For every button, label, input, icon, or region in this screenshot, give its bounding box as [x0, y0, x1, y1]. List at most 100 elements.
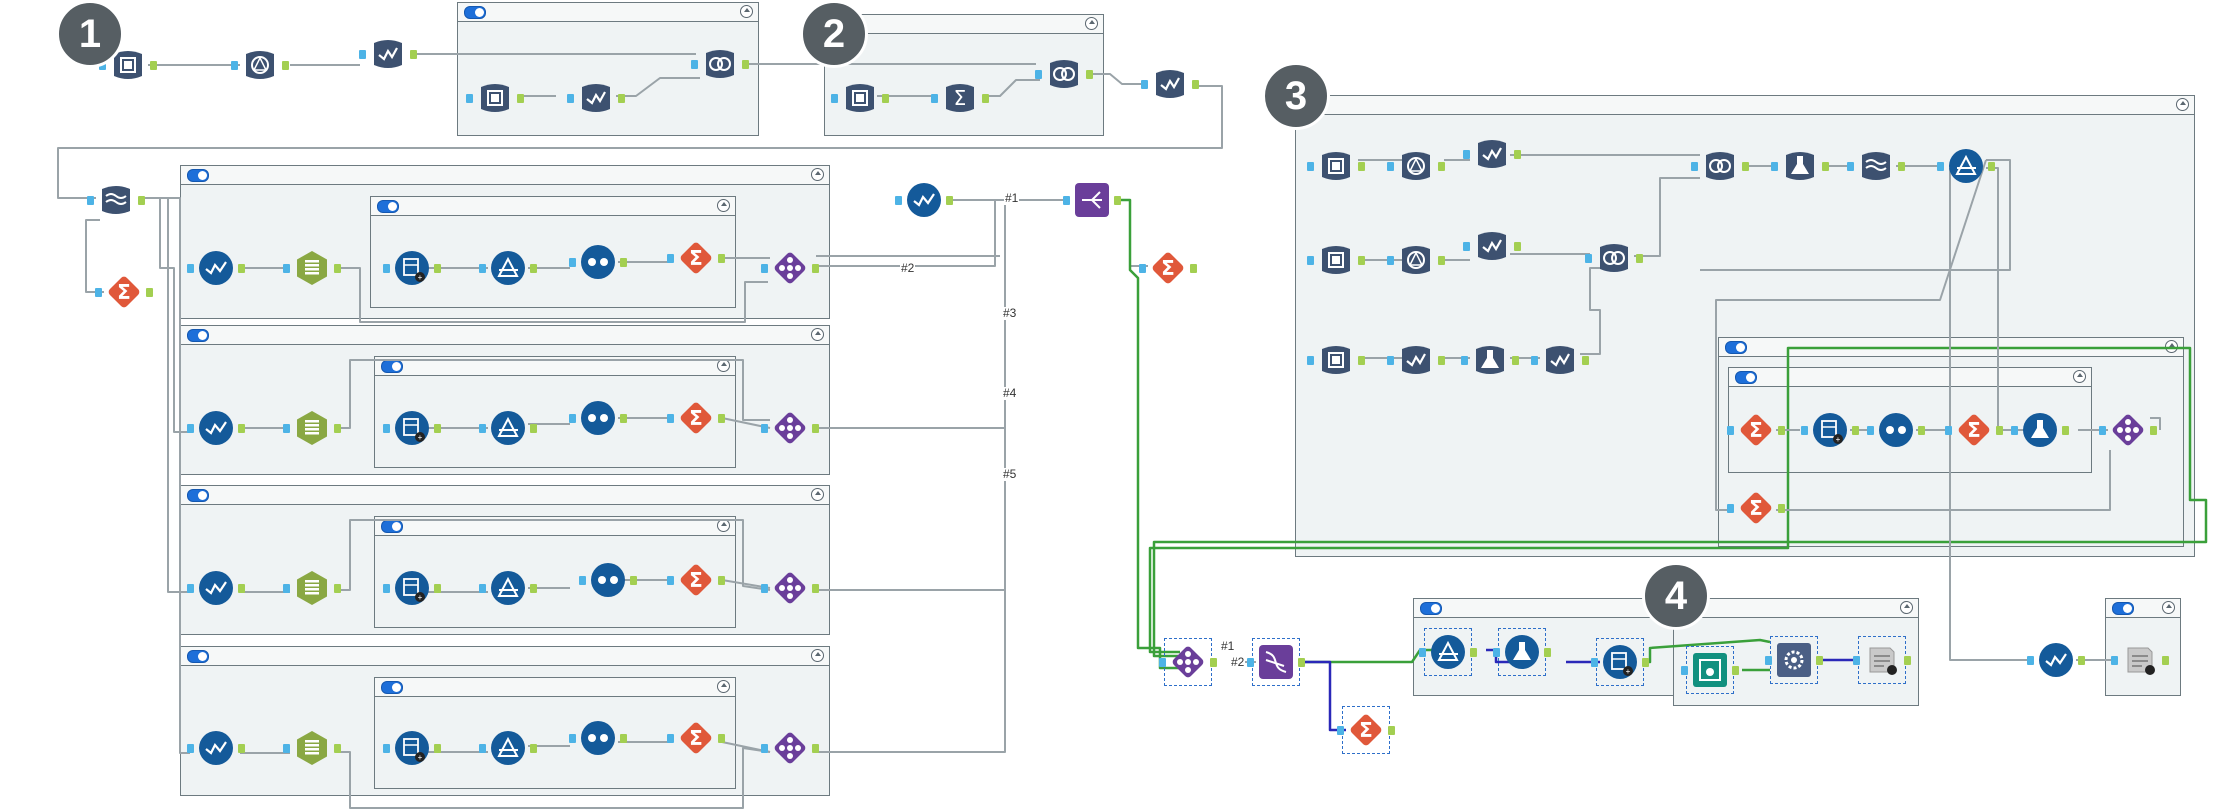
collapse-icon[interactable] — [717, 359, 730, 372]
select-tool[interactable] — [1396, 340, 1436, 380]
collapse-icon[interactable] — [2176, 98, 2189, 111]
summarize-tool[interactable]: Σ — [104, 272, 144, 312]
macro-tool[interactable] — [1770, 636, 1818, 684]
unique-tool[interactable] — [578, 398, 618, 438]
summarize-io-tool[interactable]: Σ — [940, 78, 980, 118]
input-anchor[interactable] — [1139, 264, 1146, 273]
sample-tool[interactable] — [2020, 410, 2060, 450]
container-caption-bar[interactable] — [1296, 96, 2194, 115]
collapse-icon[interactable] — [740, 5, 753, 18]
filter-tool[interactable] — [292, 728, 332, 768]
multi-row-formula-tool[interactable]: + — [392, 408, 432, 448]
multi-row-formula-tool[interactable]: + — [392, 728, 432, 768]
connection-wire[interactable] — [816, 199, 1070, 591]
join-tool[interactable] — [1044, 54, 1084, 94]
input-anchor[interactable] — [1159, 658, 1166, 667]
container-caption-bar[interactable] — [458, 3, 758, 22]
render-tool[interactable] — [1858, 636, 1906, 684]
sample-tool[interactable] — [1498, 628, 1546, 676]
input-anchor[interactable] — [1337, 726, 1344, 735]
select-tool[interactable] — [1540, 340, 1580, 380]
input-anchor[interactable] — [1247, 658, 1254, 667]
output-anchor[interactable] — [150, 61, 157, 70]
multi-row-formula-tool[interactable]: + — [1596, 638, 1644, 686]
sample-tool[interactable] — [1780, 146, 1820, 186]
input-data-tool[interactable] — [1316, 146, 1356, 186]
join-tool[interactable] — [1594, 238, 1634, 278]
collapse-icon[interactable] — [717, 519, 730, 532]
multi-row-formula-tool[interactable]: + — [392, 248, 432, 288]
output-anchor[interactable] — [1190, 264, 1197, 273]
sample-tool[interactable] — [1470, 340, 1510, 380]
join-tool[interactable] — [1700, 146, 1740, 186]
formula-tool[interactable] — [488, 248, 528, 288]
input-anchor[interactable] — [359, 50, 366, 59]
select-tool[interactable] — [904, 180, 944, 220]
output-anchor[interactable] — [1210, 658, 1217, 667]
union-tool[interactable] — [770, 728, 810, 768]
collapse-icon[interactable] — [811, 488, 824, 501]
collapse-icon[interactable] — [1900, 601, 1913, 614]
output-anchor[interactable] — [2078, 656, 2085, 665]
input-data-tool[interactable] — [1316, 340, 1356, 380]
container-caption-bar[interactable] — [1674, 599, 1918, 618]
union-tool[interactable] — [1164, 638, 1212, 686]
formula-tool[interactable] — [1424, 628, 1472, 676]
formula-tool[interactable] — [240, 45, 280, 85]
connection-wire[interactable] — [1114, 199, 1148, 267]
render-tool[interactable] — [2120, 640, 2160, 680]
container-caption-bar[interactable] — [181, 326, 829, 345]
join-tool[interactable] — [700, 44, 740, 84]
select-tool[interactable] — [196, 248, 236, 288]
formula-tool[interactable] — [1396, 240, 1436, 280]
summarize-tool[interactable]: Σ — [1342, 706, 1390, 754]
input-data-tool[interactable] — [1316, 240, 1356, 280]
formula-tool[interactable] — [488, 568, 528, 608]
container-enable-toggle[interactable] — [1735, 371, 1757, 384]
collapse-icon[interactable] — [1085, 17, 1098, 30]
formula-tool[interactable] — [488, 728, 528, 768]
collapse-icon[interactable] — [2165, 340, 2178, 353]
select-tool[interactable] — [1472, 134, 1512, 174]
summarize-tool[interactable]: Σ — [676, 560, 716, 600]
output-anchor[interactable] — [1192, 80, 1199, 89]
interface-date-tool[interactable] — [1686, 646, 1734, 694]
select-tool[interactable] — [576, 78, 616, 118]
wildcard-xpath-tool[interactable] — [1252, 638, 1300, 686]
find-replace-tool[interactable] — [1856, 146, 1896, 186]
summarize-tool[interactable]: Σ — [676, 718, 716, 758]
collapse-icon[interactable] — [717, 199, 730, 212]
summarize-tool[interactable]: Σ — [676, 238, 716, 278]
output-anchor[interactable] — [282, 61, 289, 70]
input-anchor[interactable] — [1141, 80, 1148, 89]
select-tool[interactable] — [196, 408, 236, 448]
container-enable-toggle[interactable] — [381, 681, 403, 694]
container-caption-bar[interactable] — [375, 678, 735, 697]
container-caption-bar[interactable] — [375, 357, 735, 376]
output-anchor[interactable] — [946, 196, 953, 205]
collapse-icon[interactable] — [811, 649, 824, 662]
output-anchor[interactable] — [410, 50, 417, 59]
collapse-icon[interactable] — [811, 168, 824, 181]
select-tool[interactable] — [196, 568, 236, 608]
input-anchor[interactable] — [895, 196, 902, 205]
container-enable-toggle[interactable] — [1420, 602, 1442, 615]
input-data-tool[interactable] — [475, 78, 515, 118]
input-data-tool[interactable] — [840, 78, 880, 118]
input-data-tool[interactable] — [108, 45, 148, 85]
select-tool[interactable] — [1150, 64, 1190, 104]
output-anchor[interactable] — [1298, 658, 1305, 667]
unique-tool[interactable] — [578, 718, 618, 758]
unique-tool[interactable] — [588, 560, 628, 600]
multi-row-formula-tool[interactable]: + — [392, 568, 432, 608]
input-anchor[interactable] — [2027, 656, 2034, 665]
container-caption-bar[interactable] — [375, 517, 735, 536]
connection-wire[interactable] — [816, 199, 1070, 753]
union-tool[interactable] — [770, 248, 810, 288]
find-replace-tool[interactable] — [96, 180, 136, 220]
summarize-tool[interactable]: Σ — [1954, 410, 1994, 450]
output-anchor[interactable] — [138, 196, 145, 205]
summarize-tool[interactable]: Σ — [1736, 410, 1776, 450]
container-enable-toggle[interactable] — [1725, 341, 1747, 354]
